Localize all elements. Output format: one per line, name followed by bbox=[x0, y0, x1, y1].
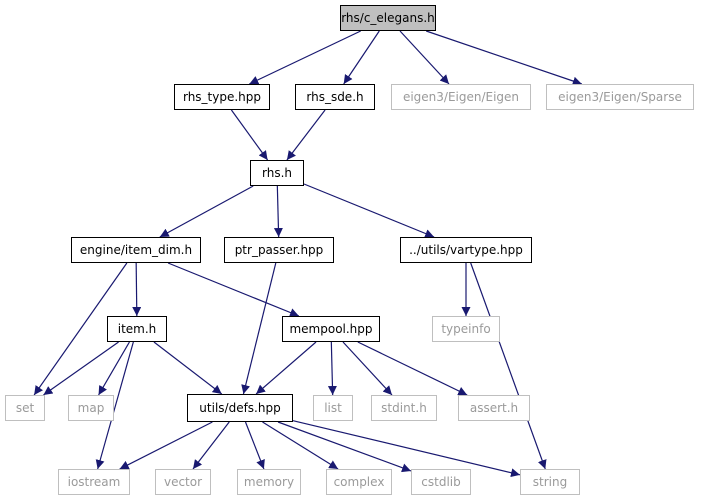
node-item-dim: engine/item_dim.h bbox=[71, 237, 201, 263]
node-rhs-sde: rhs_sde.h bbox=[295, 84, 375, 110]
edge-rhs-to-item-dim bbox=[159, 185, 254, 238]
edge-rhs-type-to-rhs bbox=[230, 109, 269, 161]
edge-root-to-eigen bbox=[399, 30, 450, 85]
node-iostream: iostream bbox=[58, 469, 130, 495]
edge-rhs-to-ptr-passer bbox=[273, 185, 283, 238]
edge-vartype-to-string bbox=[470, 262, 547, 470]
node-rhs: rhs.h bbox=[250, 160, 304, 186]
node-map: map bbox=[68, 395, 114, 421]
edge-defs-to-string bbox=[292, 420, 521, 478]
edge-item-dim-to-set bbox=[33, 262, 128, 396]
node-set: set bbox=[5, 395, 45, 421]
node-typeinfo: typeinfo bbox=[432, 316, 500, 342]
node-sparse: eigen3/Eigen/Sparse bbox=[546, 84, 694, 110]
edge-item-to-map bbox=[98, 341, 130, 396]
node-vartype: ../utils/vartype.hpp bbox=[400, 237, 532, 263]
node-ptr-passer: ptr_passer.hpp bbox=[224, 237, 334, 263]
node-defs: utils/defs.hpp bbox=[187, 394, 293, 422]
edge-item-dim-to-mempool bbox=[167, 262, 300, 317]
edge-item-dim-to-item bbox=[132, 262, 142, 317]
node-rhs-type: rhs_type.hpp bbox=[174, 84, 270, 110]
edge-defs-to-memory bbox=[244, 421, 265, 470]
edge-root-to-rhs-sde bbox=[343, 30, 380, 85]
edge-item-to-set bbox=[43, 341, 119, 396]
edge-mempool-to-list bbox=[327, 341, 337, 396]
edge-mempool-to-stdint bbox=[342, 341, 393, 396]
node-cstdlib: cstdlib bbox=[411, 469, 471, 495]
edge-defs-to-cstdlib bbox=[277, 421, 412, 473]
edge-mempool-to-defs bbox=[255, 341, 317, 395]
node-complex: complex bbox=[326, 469, 392, 495]
node-memory: memory bbox=[237, 469, 301, 495]
edge-ptr-passer-to-defs bbox=[241, 262, 277, 395]
edge-mempool-to-assert bbox=[357, 341, 468, 396]
node-item: item.h bbox=[107, 316, 167, 342]
edge-rhs-sde-to-rhs bbox=[286, 109, 326, 161]
graph-edges bbox=[33, 30, 583, 478]
edge-root-to-rhs-type bbox=[249, 30, 361, 85]
edge-defs-to-iostream bbox=[119, 421, 213, 470]
node-mempool: mempool.hpp bbox=[282, 316, 380, 342]
node-eigen: eigen3/Eigen/Eigen bbox=[391, 84, 531, 110]
edge-item-to-iostream bbox=[95, 341, 134, 470]
edge-defs-to-vector bbox=[192, 421, 230, 470]
edge-item-to-defs bbox=[153, 341, 223, 395]
node-string: string bbox=[520, 469, 580, 495]
node-list: list bbox=[313, 395, 353, 421]
node-assert: assert.h bbox=[458, 395, 530, 421]
edge-defs-to-complex bbox=[262, 421, 339, 470]
node-root: rhs/c_elegans.h bbox=[340, 5, 436, 31]
edge-rhs-to-vartype bbox=[303, 183, 435, 238]
edge-root-to-sparse bbox=[425, 30, 583, 86]
node-stdint: stdint.h bbox=[371, 395, 437, 421]
node-vector: vector bbox=[155, 469, 211, 495]
